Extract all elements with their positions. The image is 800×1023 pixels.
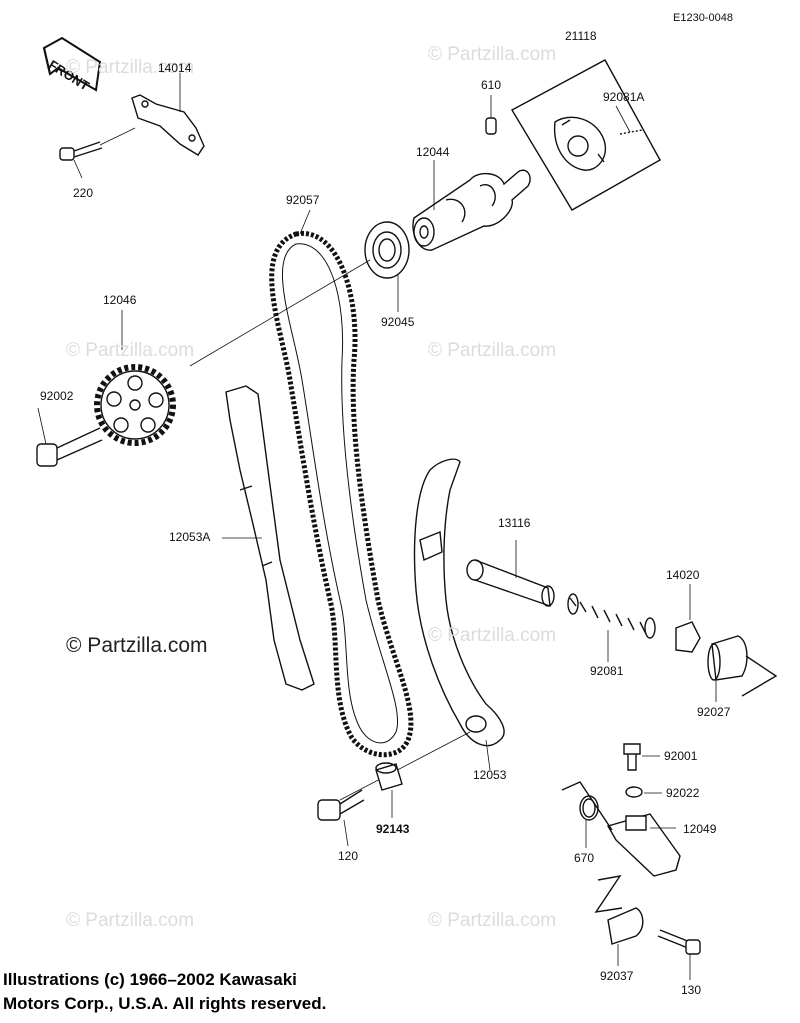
front-arrow-icon — [44, 38, 100, 90]
part-label-220: 220 — [73, 186, 94, 200]
clamp-92037 — [596, 876, 643, 966]
watermark: © Partzilla.com — [66, 910, 195, 931]
watermark: © Partzilla.com — [66, 57, 195, 78]
part-label-14014: 14014 — [158, 61, 192, 75]
camshaft-12044 — [413, 160, 530, 250]
part-label-12049: 12049 — [683, 822, 717, 836]
pin-13116 — [467, 540, 554, 606]
sprocket-12046 — [97, 310, 173, 443]
copyright-line-2: Motors Corp., U.S.A. All rights reserved… — [3, 994, 327, 1013]
bolt-92001 — [624, 744, 660, 770]
figure-id: E1230-0048 — [673, 12, 733, 24]
bolt-92002 — [37, 408, 102, 466]
watermark: © Partzilla.com — [66, 340, 195, 361]
bolt-120 — [318, 790, 364, 846]
part-label-92027: 92027 — [697, 705, 731, 719]
part-label-120: 120 — [338, 849, 359, 863]
washer-92022 — [626, 787, 662, 797]
part-label-92143: 92143 — [376, 822, 410, 836]
part-label-92022: 92022 — [666, 786, 700, 800]
watermark: © Partzilla.com — [428, 340, 557, 361]
tensioner-body-12049 — [562, 782, 680, 876]
part-label-12053A: 12053A — [169, 530, 211, 544]
part-label-12046: 12046 — [103, 293, 137, 307]
part-label-130: 130 — [681, 983, 702, 997]
bracket-14014 — [132, 72, 204, 155]
part-label-21118: 21118 — [565, 29, 597, 43]
copyright-line-1: Illustrations (c) 1966–2002 Kawasaki — [3, 970, 297, 989]
watermark: © Partzilla.com — [428, 44, 557, 65]
collar-92143 — [376, 763, 402, 818]
part-label-13116: 13116 — [498, 516, 531, 530]
part-label-12053: 12053 — [473, 768, 507, 782]
part-label-12044: 12044 — [416, 145, 450, 159]
spring-92081 — [568, 594, 655, 662]
cap-14020 — [676, 584, 700, 652]
watermark: © Partzilla.com — [428, 910, 557, 931]
collar-92027 — [708, 636, 776, 702]
chain-guide-12053A — [222, 386, 314, 690]
oring-670 — [580, 796, 598, 848]
bolt-130 — [658, 930, 700, 980]
part-label-92002: 92002 — [40, 389, 74, 403]
part-label-14020: 14020 — [666, 568, 700, 582]
pin-610 — [486, 95, 496, 134]
chain-92057 — [272, 210, 411, 755]
part-label-92037: 92037 — [600, 969, 634, 983]
part-label-92045: 92045 — [381, 315, 415, 329]
watermark: © Partzilla.com — [428, 625, 557, 646]
part-label-92081: 92081 — [590, 664, 624, 678]
part-label-92001: 92001 — [664, 749, 698, 763]
part-label-610: 610 — [481, 78, 502, 92]
watermark-main: © Partzilla.com — [66, 634, 208, 657]
bearing-92045 — [190, 222, 409, 366]
part-label-670: 670 — [574, 851, 595, 865]
bolt-220 — [60, 128, 135, 178]
governor-box-21118 — [512, 60, 660, 210]
part-label-92081A: 92081A — [603, 90, 645, 104]
part-label-92057: 92057 — [286, 193, 320, 207]
tensioner-guide-12053 — [340, 459, 504, 800]
